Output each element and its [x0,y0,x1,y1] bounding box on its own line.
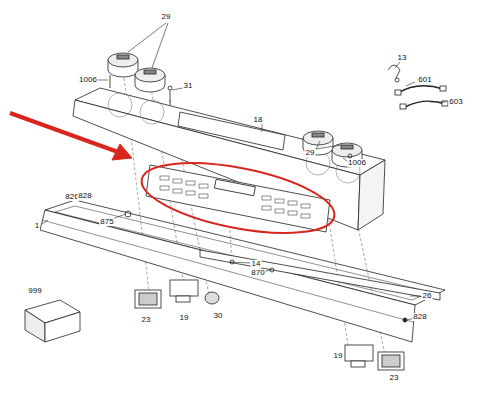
callout-number: 26 [422,292,433,300]
callout-number: 828 [77,192,92,200]
callout-number: 999 [27,287,42,295]
callout-number: 1 [34,222,40,230]
callout-number: 828 [412,313,427,321]
callout-number: 23 [141,316,152,324]
trim-frame [40,200,445,342]
callout-number: 29 [305,149,316,157]
knob [108,53,362,167]
callout-number: 29 [161,13,172,21]
callout-number: 31 [183,82,194,90]
screw [88,75,407,322]
display-board [146,165,330,232]
callout-number: 30 [213,312,224,320]
callout-number: 13 [397,54,408,62]
callout-number: 23 [389,374,400,382]
callout-number: 18 [253,116,264,124]
highlight-arrow [10,113,340,246]
callout-number: 19 [333,352,344,360]
leader-line [42,23,446,320]
callout-number: 14 [251,260,262,268]
callout-number: 875 [99,218,114,226]
callout-number: 1006 [347,159,367,167]
callout-number: 603 [448,98,463,106]
callout-number: 601 [417,76,432,84]
switch [135,280,404,370]
callout-number: 19 [179,314,190,322]
parts-box [25,300,80,342]
callout-number: 1006 [78,76,98,84]
wire-harness [388,65,448,109]
callout-number: 870 [250,269,265,277]
